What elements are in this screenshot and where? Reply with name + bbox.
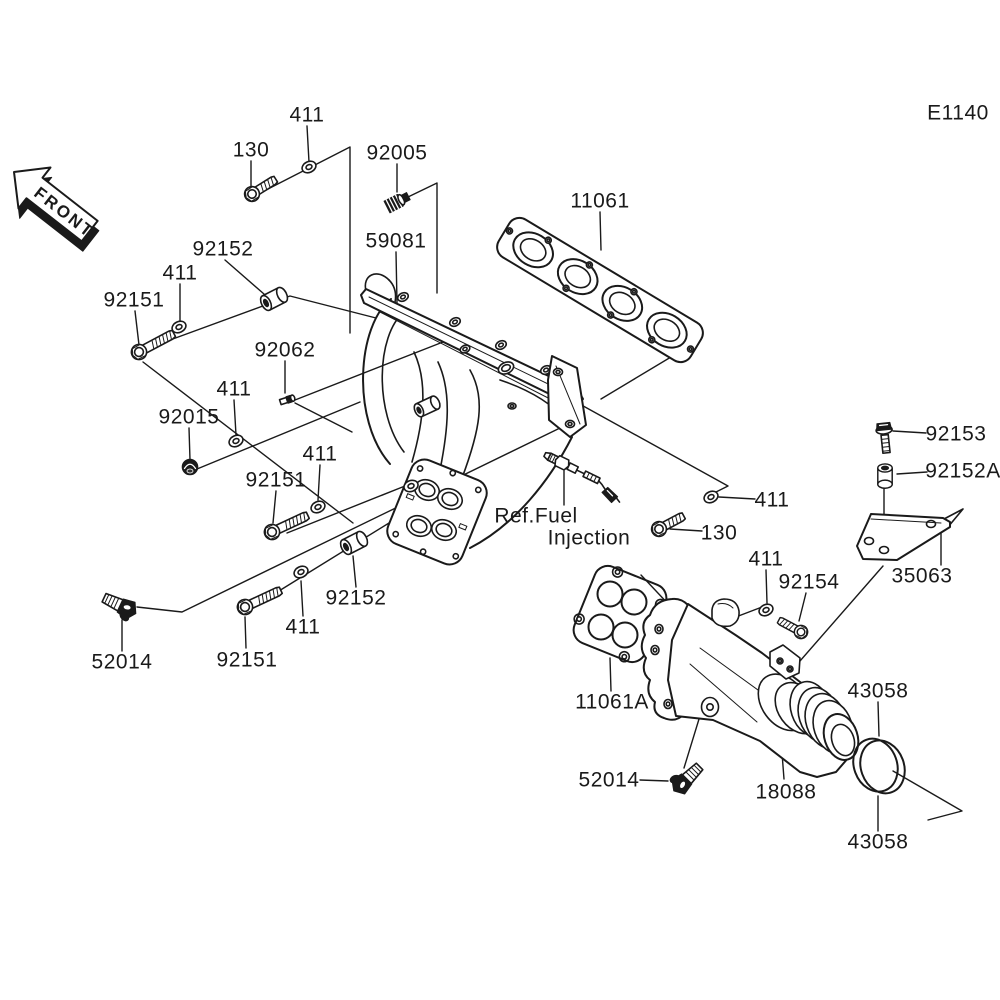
part-label-11061: 11061 [570,190,629,213]
part-label-92152: 92152 [193,238,254,261]
part-label-411: 411 [286,616,321,639]
leader-line [639,779,669,782]
part-label-Injection: Injection [548,527,631,550]
part-label-411: 411 [303,443,338,466]
front-arrow-badge: FRONT [13,166,100,252]
leader-line [196,401,361,470]
part-label-35063: 35063 [892,565,953,588]
fuel-injection-sensor [543,451,621,504]
leader-line [892,430,927,434]
leader-line [599,211,602,251]
washer-411-7 [756,601,776,619]
leader-line [317,464,321,501]
leader-line [718,496,756,500]
leader-line [306,125,310,163]
leader-line [395,251,398,304]
part-label-411: 411 [217,378,252,401]
bolt-130-top [241,172,281,205]
bolt-92154 [774,613,811,642]
part-label-92153: 92153 [926,423,987,446]
leader-line [244,616,247,649]
leader-line [272,490,277,524]
leader-line [300,580,304,617]
part-label-92152: 92152 [326,587,387,610]
manifold-flange-plate [386,458,488,566]
leader-line [892,770,963,821]
part-label-411: 411 [163,262,198,285]
exhaust-pipe-18088 [640,597,860,799]
bolt-92151-2 [261,507,312,543]
bracket-35063 [856,508,964,561]
part-label-43058: 43058 [848,831,909,854]
collar-92152a [877,463,893,489]
manifold-collar-boss [413,395,441,418]
part-label-411: 411 [749,548,784,571]
part-label-92151: 92151 [246,469,307,492]
leader-line [792,565,884,670]
stud-92005 [383,192,411,214]
part-label-130: 130 [701,522,738,545]
gasket-11061 [496,216,704,364]
leader-line [575,401,729,495]
part-label-411: 411 [755,489,790,512]
part-label-92154: 92154 [779,571,840,594]
leader-line [798,592,807,622]
leader-line [877,701,880,737]
leader-line [294,341,444,401]
washer-411-1 [299,158,319,176]
part-label-43058: 43058 [848,680,909,703]
part-label-92062: 92062 [255,339,316,362]
washer-411-5 [291,563,311,581]
bolt-92151-3 [234,582,285,618]
part-label-52014: 52014 [92,651,153,674]
part-label-52014: 52014 [579,769,640,792]
collar-92152-1 [257,284,291,313]
bolt-92151-1 [127,325,179,364]
part-label-11061A: 11061A [575,691,649,714]
part-label-130: 130 [233,139,270,162]
part-label-92151: 92151 [104,289,165,312]
gasket-11061a-highlighted [572,564,668,664]
leader-line [286,485,406,534]
rail-bolt-bosses [396,291,553,376]
leader-line [142,361,354,524]
part-label-411: 411 [290,104,325,127]
part-label-59081: 59081 [366,230,427,253]
leader-line [188,427,191,461]
leader-line [134,310,140,346]
part-label-92005: 92005 [367,142,428,165]
leader-line [669,528,703,532]
fitting-52014-left [97,588,141,626]
part-label-Ref.Fuel: Ref.Fuel [494,505,577,528]
gasket-bolt-holes [505,227,695,353]
leader-line [294,402,353,433]
leader-line [609,657,612,692]
part-label-92151: 92151 [217,649,278,672]
cap-nut-92015 [181,458,199,476]
bolt-92153 [875,421,893,455]
part-label-92015: 92015 [159,406,220,429]
exhaust-manifold-59081 [360,273,587,566]
leader-line [407,182,438,294]
leader-line [765,569,768,604]
plug-92062 [278,394,296,406]
ring-43058 [852,737,906,795]
leader-line [896,471,928,475]
leader-line [233,399,237,436]
part-label-92152A: 92152A [925,460,1000,483]
part-label-18088: 18088 [756,781,817,804]
leader-line [265,146,351,334]
leader-line [139,295,377,352]
leader-line [224,259,265,295]
page-code: E1140 [927,102,989,125]
washer-411-3 [226,432,246,450]
leader-line [352,555,357,588]
bolt-130-right [648,508,688,540]
